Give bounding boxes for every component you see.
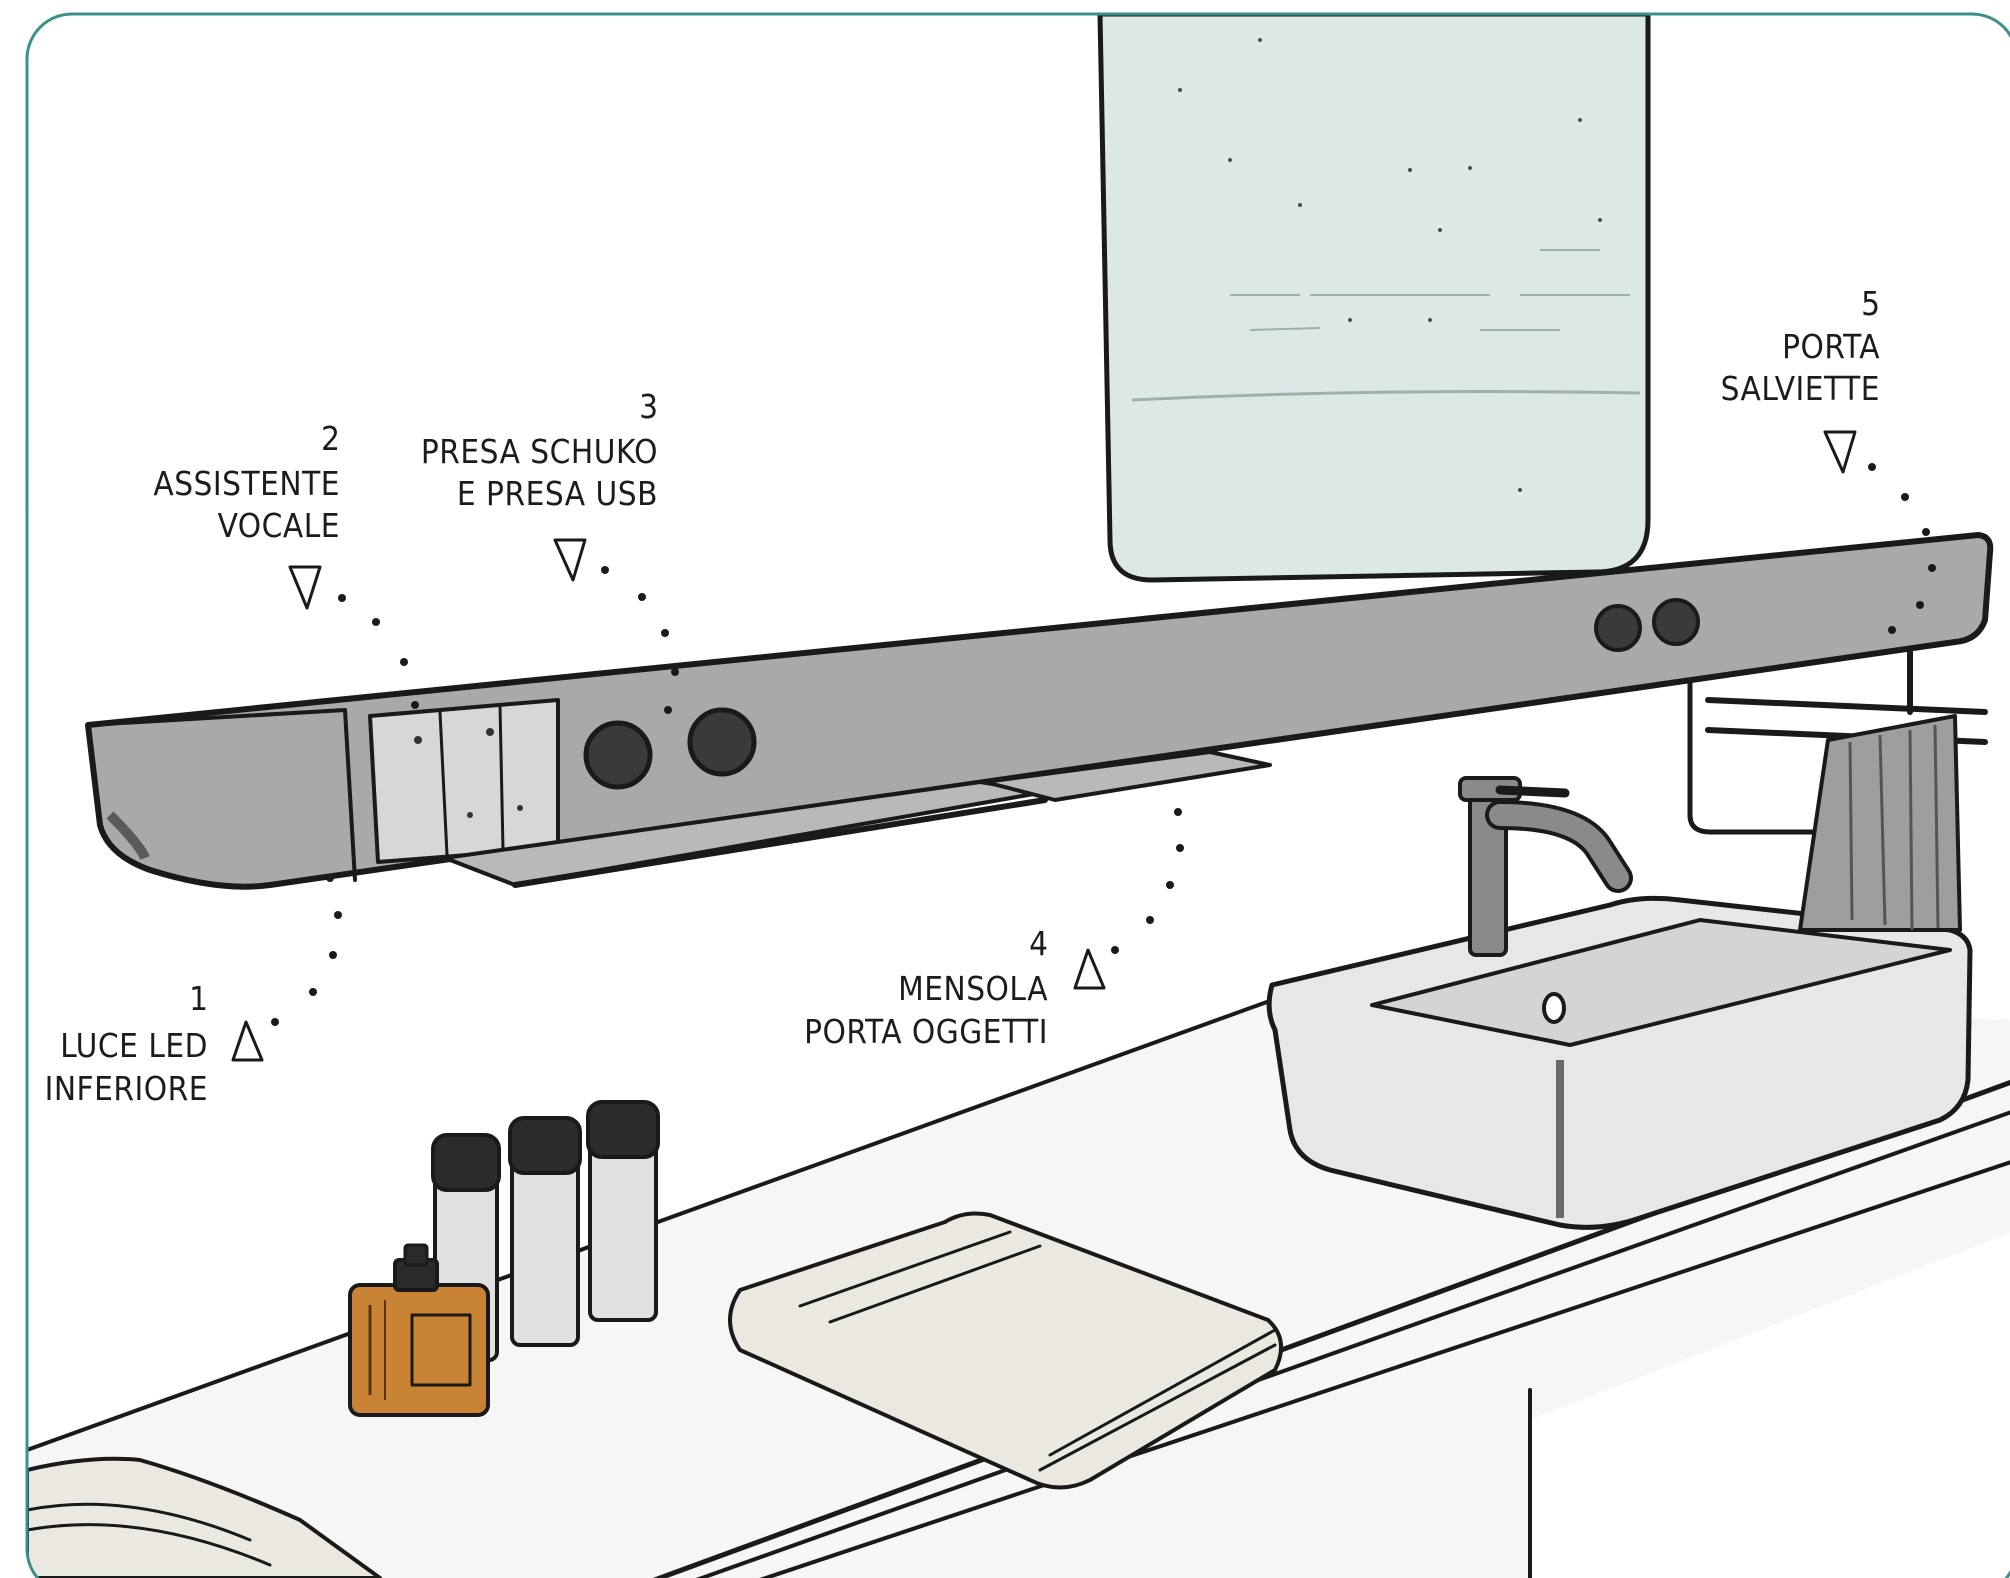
callout-2: 2 ASSISTENTE VOCALE: [153, 419, 340, 545]
sockets: [583, 598, 1700, 790]
leader-dots: [271, 463, 1936, 1026]
callout-4-line-1: MENSOLA: [898, 969, 1048, 1008]
mirror: [1097, 14, 1651, 583]
callout-5-number: 5: [1861, 284, 1880, 323]
callout-4: 4 MENSOLA PORTA OGGETTI: [804, 924, 1048, 1051]
callout-5: 5 PORTA SALVIETTE: [1721, 284, 1880, 408]
callout-3: 3 PRESA SCHUKO E PRESA USB: [421, 387, 658, 513]
towel-rack: [1687, 637, 1988, 932]
callout-2-line-2: VOCALE: [218, 506, 340, 545]
callout-4-number: 4: [1029, 924, 1048, 963]
bottles: [431, 1100, 660, 1362]
mounting-bar: [85, 532, 1994, 890]
sink: [1266, 895, 1973, 1230]
callout-5-line-1: PORTA: [1782, 327, 1880, 366]
callout-2-number: 2: [321, 419, 340, 458]
faucet: [1458, 776, 1633, 957]
callout-3-line-1: PRESA SCHUKO: [421, 432, 658, 471]
frame-border: [25, 12, 2010, 1578]
voice-assistant-panel: [368, 698, 560, 864]
object-shelf: [443, 750, 1272, 888]
callout-1: 1 LUCE LED INFERIORE: [45, 979, 208, 1108]
callout-1-line-1: LUCE LED: [60, 1026, 208, 1065]
folded-towel: [728, 1211, 1284, 1490]
callout-5-line-2: SALVIETTE: [1721, 369, 1880, 408]
callout-3-line-2: E PRESA USB: [457, 474, 658, 513]
callout-2-line-1: ASSISTENTE: [153, 464, 340, 503]
soap-dispenser: [348, 1243, 490, 1417]
arrow-glyphs: [231, 430, 1857, 1062]
callout-4-line-2: PORTA OGGETTI: [804, 1012, 1048, 1051]
corner-towel: [27, 1456, 382, 1578]
callout-1-line-2: INFERIORE: [45, 1069, 208, 1108]
callout-1-number: 1: [189, 979, 208, 1018]
callout-3-number: 3: [639, 387, 658, 426]
